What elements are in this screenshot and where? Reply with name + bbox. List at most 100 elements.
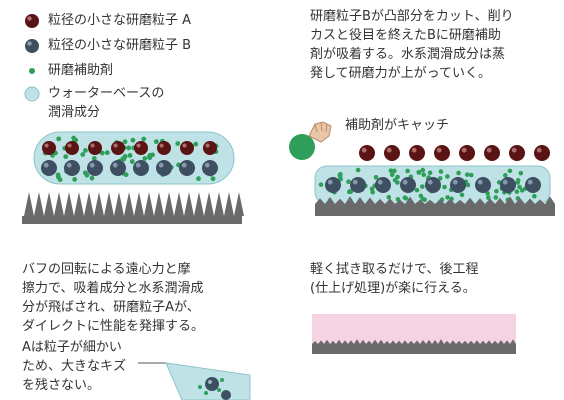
particle-a <box>65 141 79 155</box>
agent-dot <box>532 193 537 199</box>
particle-b <box>87 160 103 176</box>
particle-b-highlight <box>204 162 210 168</box>
agent-dot <box>419 184 425 189</box>
legend-item-agent: 研磨補助剤 <box>22 62 113 80</box>
dark-blue-particle-icon <box>22 38 42 54</box>
legend-item-water: ウォーターベースの <box>22 85 164 103</box>
step3-line-1: バフの回転による遠心力と摩 <box>22 262 191 277</box>
agent-dot <box>346 179 351 185</box>
agent-dot <box>386 194 392 200</box>
agent-dot <box>437 176 443 181</box>
legend-label: ウォーターベースの <box>48 86 165 101</box>
particle-a <box>534 145 550 161</box>
agent-dot <box>104 150 110 156</box>
particle-b <box>475 177 491 193</box>
particle-a <box>42 141 56 155</box>
particle-a <box>359 145 375 161</box>
legend-item-particle-b: 粒径の小さな研磨粒子 B <box>22 37 191 55</box>
catching-hand-icon <box>289 121 332 160</box>
particle-a <box>203 141 217 155</box>
particle-b-highlight <box>477 179 483 185</box>
step2-line-4: 発して研磨力が上がっていく。 <box>310 66 491 81</box>
surface-spike <box>164 192 174 216</box>
step2-line-2: カスと役目を終えたBに研磨補助 <box>310 28 501 43</box>
agent-dot <box>72 176 78 182</box>
agent-dot <box>80 152 86 157</box>
agent-dot <box>442 184 447 190</box>
particle-b-highlight <box>427 179 433 185</box>
agent-dot <box>517 184 522 190</box>
surface-spike <box>144 192 154 216</box>
particle-b <box>179 160 195 176</box>
green-dot-icon <box>22 63 42 79</box>
particle-a <box>484 145 500 161</box>
agent-dot <box>91 156 97 161</box>
surface-spike <box>44 192 54 216</box>
step3-note-1: Aは粒子が細かい <box>22 340 122 355</box>
surface-spike <box>234 192 244 216</box>
legend-label: 粒径の小さな研磨粒子 B <box>48 38 192 53</box>
agent-dot <box>129 159 135 164</box>
particle-b-highlight <box>135 162 141 168</box>
particle-b <box>400 177 416 193</box>
agent-dot <box>99 150 105 156</box>
particle-b <box>64 160 80 176</box>
step4-diagram <box>312 314 516 354</box>
particle-a-highlight <box>461 147 467 153</box>
surface-spike <box>204 192 214 216</box>
step3-note-3: を残さない。 <box>22 378 101 393</box>
surface-spike <box>64 192 74 216</box>
particle-b-highlight <box>452 179 458 185</box>
surface-spike <box>214 192 224 216</box>
particle-a-highlight <box>67 143 72 148</box>
agent-dot <box>445 174 450 179</box>
legend-label-line2: 潤滑成分 <box>48 105 101 120</box>
step2-line-1: 研磨粒子Bが凸部分をカット、削り <box>310 9 514 24</box>
particle-b <box>156 160 172 176</box>
step2-callout: 補助剤がキャッチ <box>345 118 450 133</box>
surface-spike <box>174 192 184 216</box>
particle-a-highlight <box>386 147 392 153</box>
agent-dot <box>514 189 520 194</box>
particle-a-highlight <box>411 147 417 153</box>
agent-dot <box>459 192 465 198</box>
dark-red-particle-icon <box>22 13 42 29</box>
particle-a-highlight <box>511 147 517 153</box>
agent-dot <box>494 188 499 194</box>
particle-b-highlight <box>527 179 533 185</box>
particle-a <box>180 141 194 155</box>
agent-dot <box>515 178 521 183</box>
smooth-surface <box>312 339 516 354</box>
surface-spike <box>34 192 44 216</box>
agent-dot <box>388 168 394 173</box>
agent-dot <box>122 139 128 145</box>
particle-b <box>450 177 466 193</box>
particle-b-highlight <box>402 179 408 185</box>
particle-a-row <box>42 141 217 155</box>
agent-dot <box>196 176 201 182</box>
agent-dot <box>445 195 450 200</box>
agent-dot <box>369 186 375 192</box>
agent-dot <box>147 155 153 161</box>
particle-b <box>41 160 57 176</box>
agent-dot <box>392 177 398 183</box>
step2-diagram <box>289 121 555 216</box>
particle-a-highlight <box>536 147 542 153</box>
agent-dot <box>175 141 181 146</box>
agent-dot <box>486 195 491 201</box>
step1-diagram <box>22 131 244 224</box>
particle-b-clusters <box>325 177 541 193</box>
surface-spike <box>114 192 124 216</box>
agent-dot <box>507 168 513 174</box>
agent-dot <box>422 197 427 203</box>
agent-dot <box>427 170 433 176</box>
agent-dot <box>373 175 379 180</box>
surface-spike <box>184 192 194 216</box>
particle-a-highlight <box>486 147 492 153</box>
particle-a-highlight <box>136 143 141 148</box>
agent-dot <box>420 167 426 173</box>
step3-line-2: 擦力で、吸着成分と水系潤滑成 <box>22 281 204 296</box>
surface-spike <box>74 192 84 216</box>
agent-dot <box>485 191 490 196</box>
particle-a-highlight <box>182 143 187 148</box>
